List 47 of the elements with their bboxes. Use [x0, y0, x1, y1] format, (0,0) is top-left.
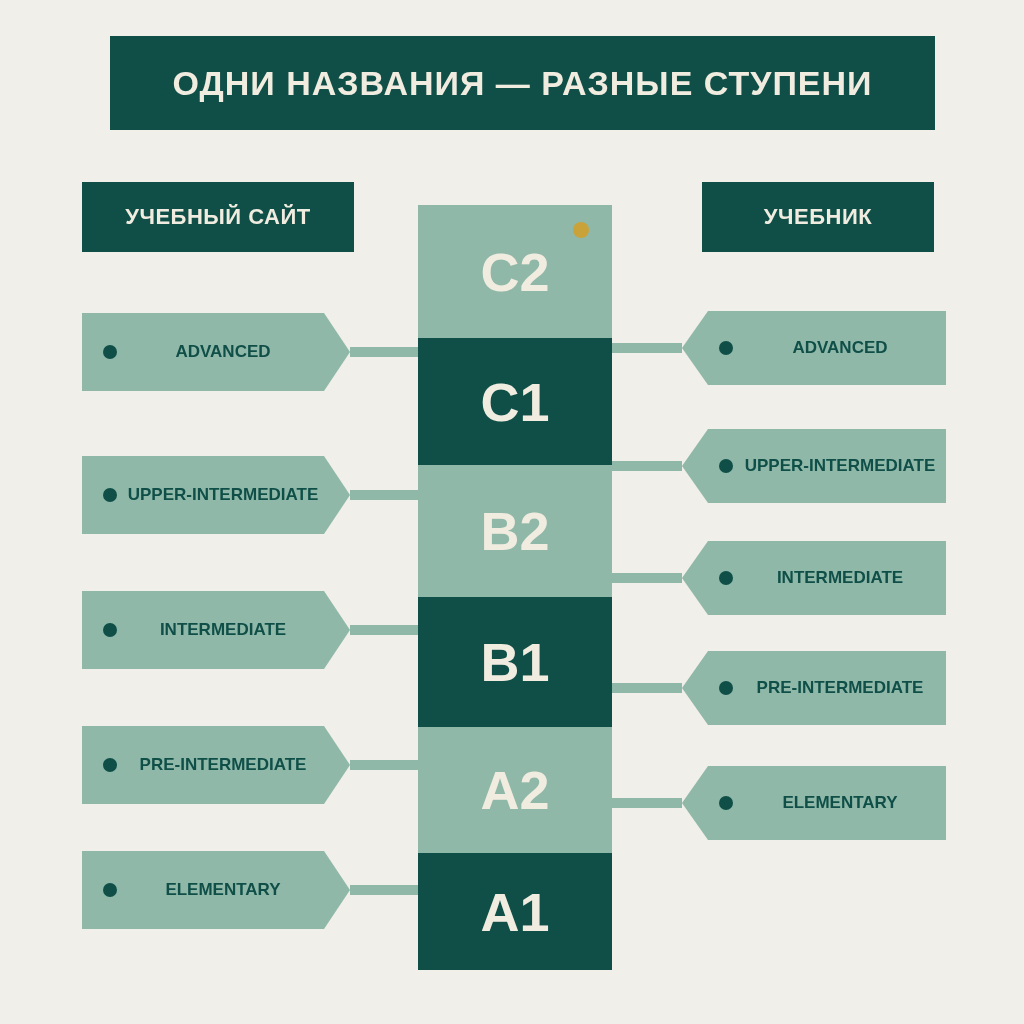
- connector-strip: [350, 760, 418, 770]
- level-tag: [682, 766, 946, 840]
- connector-strip: [612, 683, 682, 693]
- connector-strip: [350, 625, 418, 635]
- level-name: PRE-INTERMEDIATE: [139, 755, 307, 775]
- level-name: ELEMENTARY: [782, 793, 898, 813]
- level-tag: [82, 456, 350, 534]
- level-code: B2: [480, 500, 550, 562]
- level-name: ADVANCED: [792, 338, 888, 358]
- level-block: [418, 205, 612, 338]
- level-block: [418, 853, 612, 970]
- level-tag: [682, 651, 946, 725]
- level-block: [418, 338, 612, 465]
- level-name: PRE-INTERMEDIATE: [756, 678, 924, 698]
- level-code: A2: [480, 759, 550, 821]
- column-heading: УЧЕБНЫЙ САЙТ: [125, 204, 311, 230]
- connector-strip: [350, 347, 418, 357]
- level-block: [418, 597, 612, 727]
- level-name: INTERMEDIATE: [159, 620, 287, 640]
- level-code: C2: [480, 240, 550, 303]
- connector-strip: [612, 343, 682, 353]
- connector-strip: [612, 573, 682, 583]
- connector-strip: [350, 885, 418, 895]
- level-tag: [82, 591, 350, 669]
- header-banner: [702, 182, 934, 252]
- level-tag: [82, 313, 350, 391]
- level-block: [418, 727, 612, 853]
- level-tag: [682, 311, 946, 385]
- connector-strip: [350, 490, 418, 500]
- level-tag: [682, 429, 946, 503]
- header-banner: [82, 182, 354, 252]
- level-tag: [682, 541, 946, 615]
- level-code: A1: [480, 880, 550, 943]
- level-name: INTERMEDIATE: [776, 568, 904, 588]
- level-code: B1: [480, 631, 550, 693]
- level-name: ADVANCED: [175, 342, 271, 362]
- column-heading: УЧЕБНИК: [763, 204, 873, 230]
- level-tag: [82, 726, 350, 804]
- level-name: UPPER-INTERMEDIATE: [744, 456, 936, 476]
- level-tag: [82, 851, 350, 929]
- level-name: UPPER-INTERMEDIATE: [127, 485, 319, 505]
- connector-strip: [612, 798, 682, 808]
- connector-strip: [612, 461, 682, 471]
- level-block: [418, 465, 612, 597]
- level-code: C1: [480, 370, 550, 433]
- title: ОДНИ НАЗВАНИЯ — РАЗНЫЕ СТУПЕНИ: [172, 63, 873, 103]
- level-name: ELEMENTARY: [165, 880, 281, 900]
